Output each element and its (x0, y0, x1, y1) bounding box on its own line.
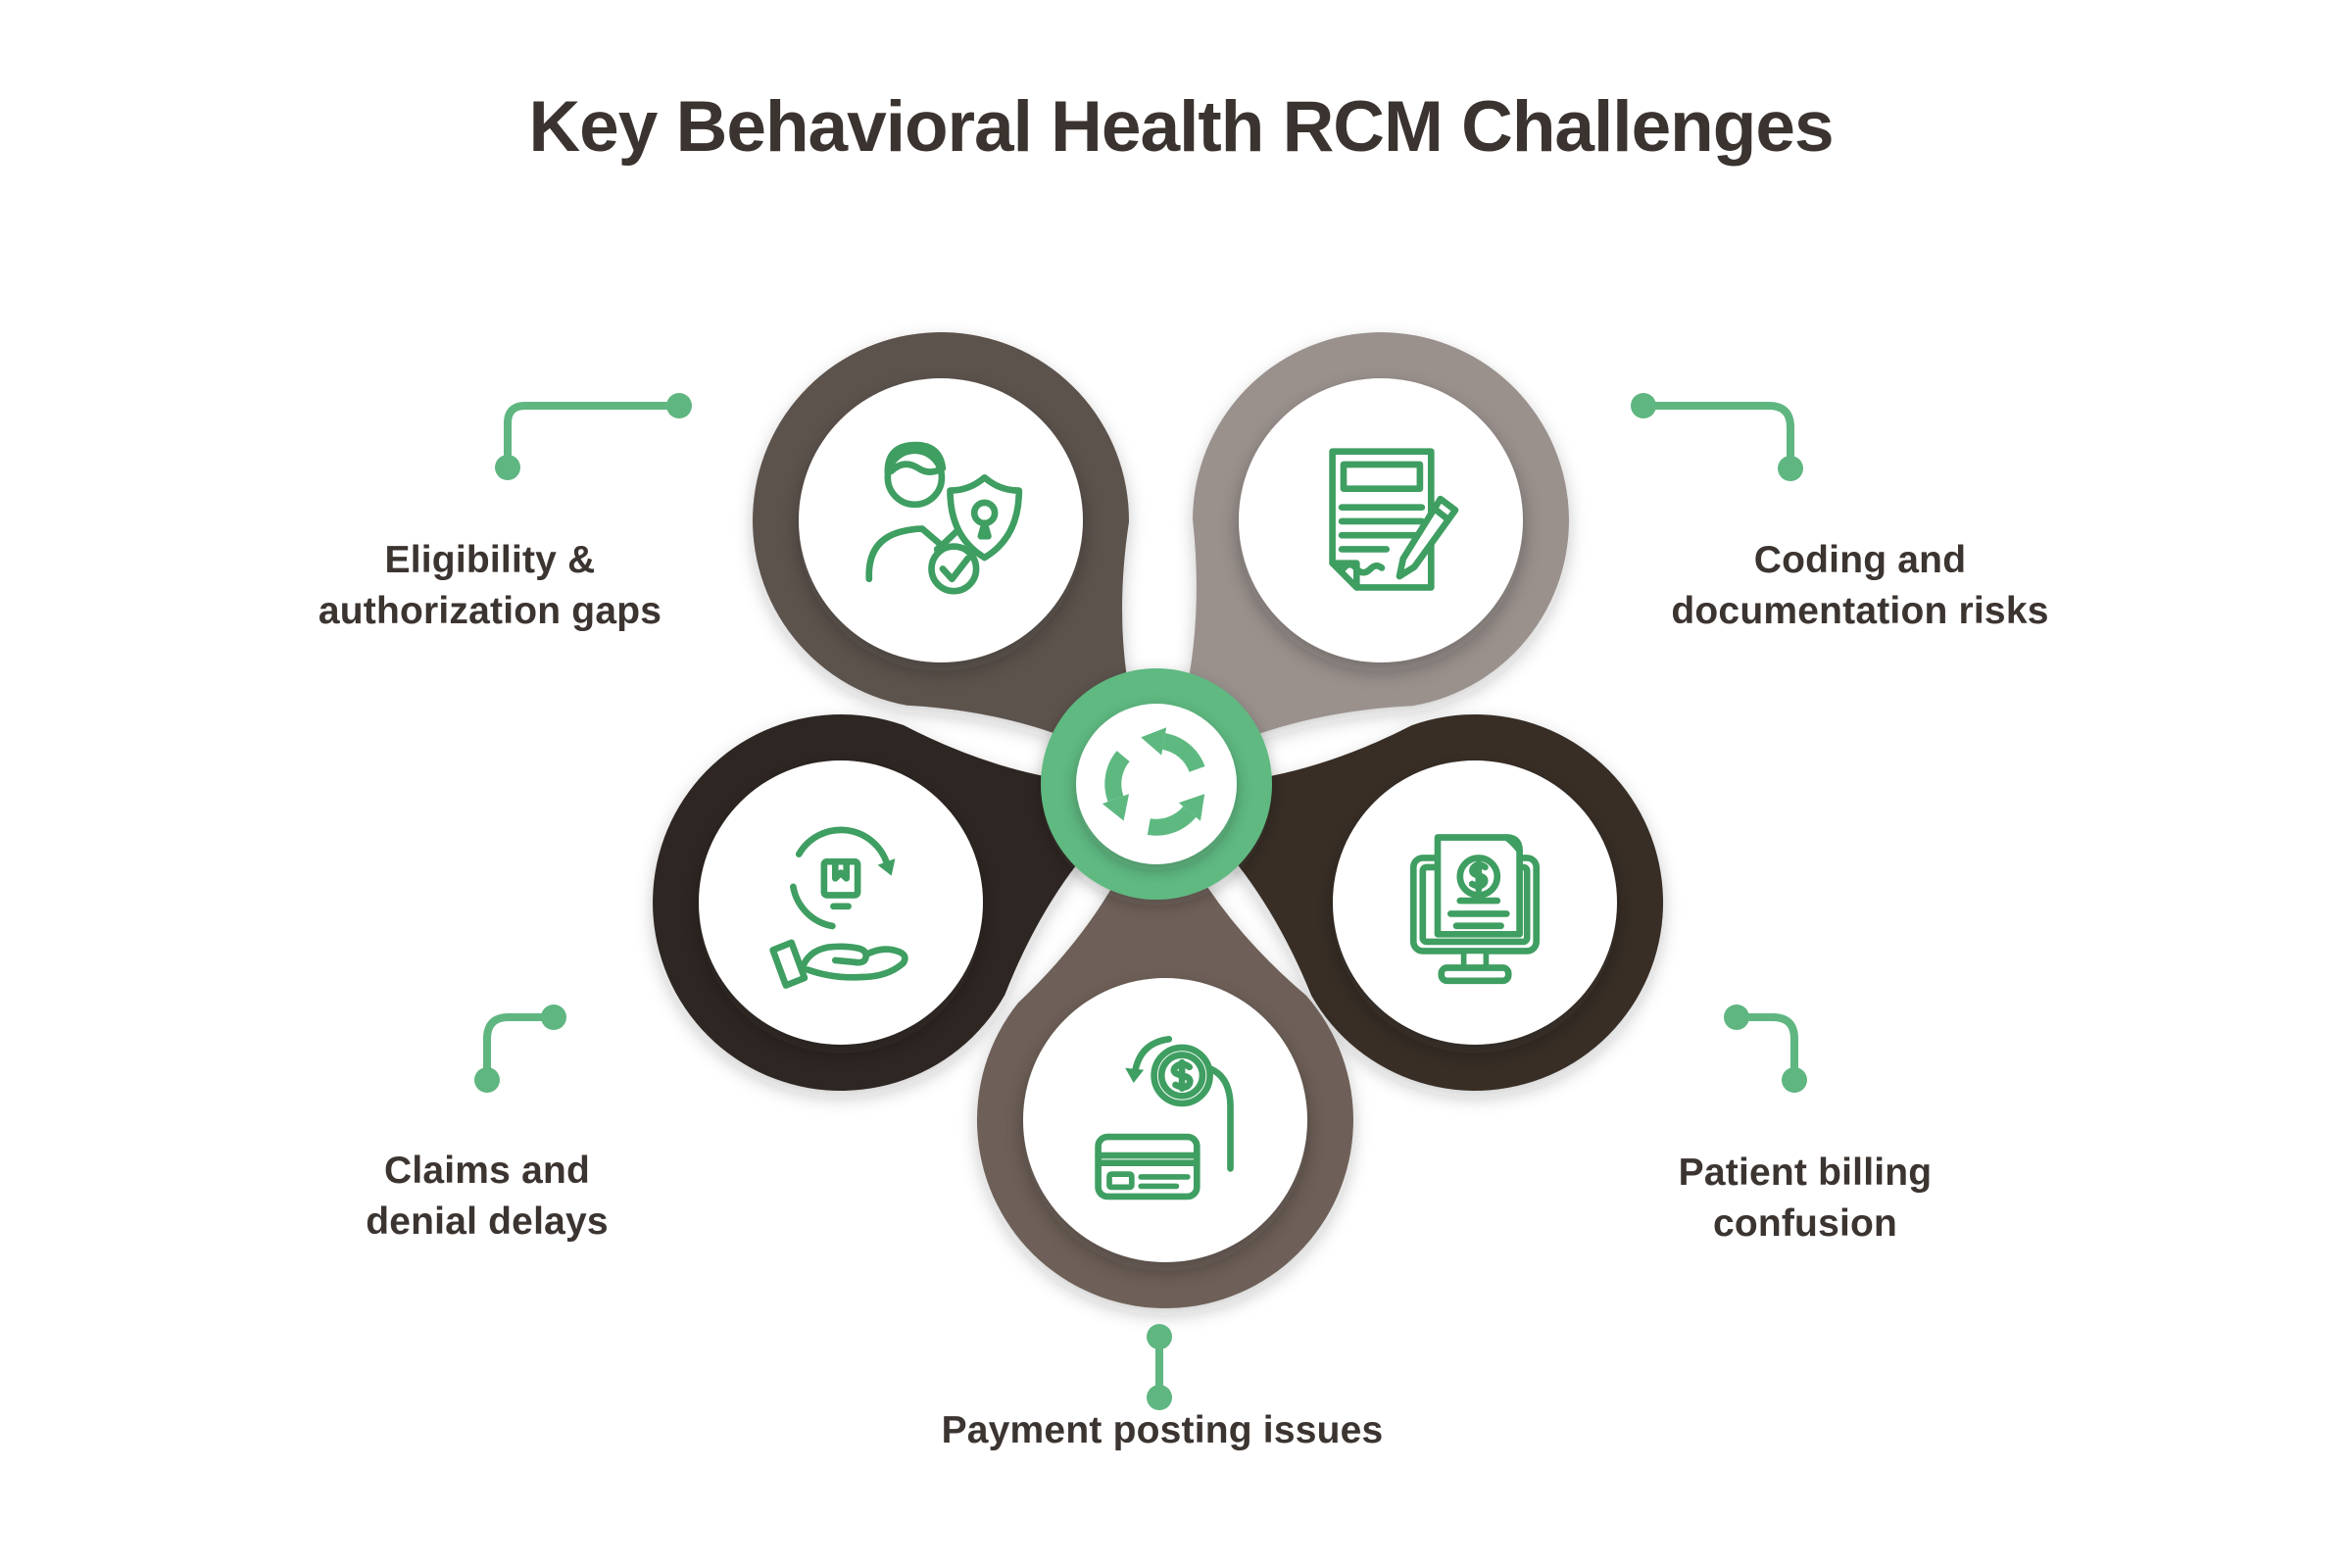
connector-patient-billing (1724, 1004, 1807, 1093)
connector-dot (474, 1067, 500, 1093)
page-title: Key Behavioral Health RCM Challenges (528, 87, 1834, 167)
label-payment-posting: Payment posting issues (941, 1409, 1384, 1451)
connector-dot (1631, 393, 1656, 418)
connector-dot (1724, 1004, 1749, 1030)
petal-patient-billing (1156, 713, 1664, 1091)
label-claims-denial: Claims and denial delays (366, 1150, 609, 1243)
connector-dot (1782, 1067, 1807, 1093)
cycle-arrows-icon (1102, 727, 1205, 836)
petal-inner-disc (699, 760, 983, 1045)
label-patient-billing: Patient billing confusion (1678, 1152, 1933, 1245)
label-coding-documentation: Coding and documentation risks (1671, 539, 2049, 632)
document-pen-icon (1329, 448, 1459, 591)
connector-dot (1778, 456, 1803, 481)
connector-coding (1631, 393, 1803, 481)
monitor-invoice-icon (1409, 834, 1541, 985)
center-hub-inner-disc (1076, 704, 1237, 864)
connector-dot (1147, 1385, 1172, 1410)
petal-claims (653, 714, 1156, 1092)
card-coin-refund-icon (1095, 1036, 1234, 1200)
connector-dot (541, 1004, 566, 1030)
petal-coding (1156, 332, 1569, 784)
petal-payment-posting (976, 784, 1353, 1308)
connector-dot (1147, 1324, 1172, 1349)
label-eligibility-authorization: Eligibility & authorization gaps (318, 539, 662, 632)
petal-inner-disc (1023, 978, 1307, 1262)
petal-inner-disc (799, 378, 1083, 662)
person-shield-check-icon (865, 441, 1023, 595)
petal-eligibility (753, 331, 1156, 784)
connector-payment-posting (1147, 1324, 1172, 1410)
connector-eligibility (495, 393, 692, 480)
connector-claims (474, 1004, 566, 1093)
hand-box-cycle-icon (769, 826, 908, 989)
center-hub (1041, 668, 1272, 900)
connector-dot (666, 393, 692, 418)
connector-dot (495, 455, 520, 480)
